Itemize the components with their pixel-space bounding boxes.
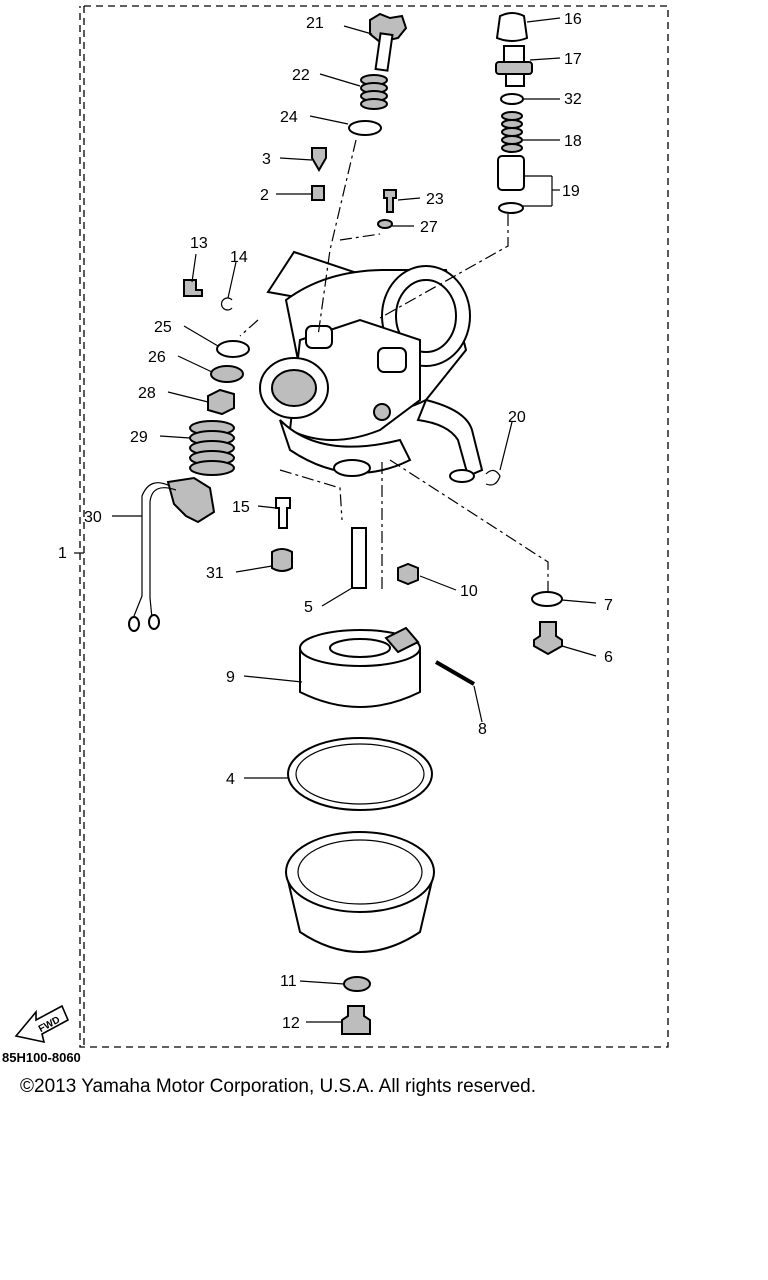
part-20-clip (485, 469, 501, 486)
part-17-fitting (495, 45, 533, 87)
callout-20: 20 (508, 409, 526, 426)
copyright-notice: ©2013 Yamaha Motor Corporation, U.S.A. A… (20, 1076, 536, 1097)
part-7-washer (531, 591, 563, 607)
callout-14: 14 (230, 249, 248, 266)
callout-21: 21 (306, 15, 324, 32)
callout-3: 3 (262, 151, 271, 168)
callout-10: 10 (460, 583, 478, 600)
part-31-cap (271, 548, 293, 572)
callout-labels: 1 2 3 4 5 6 7 8 9 10 11 12 13 14 15 16 1… (58, 11, 613, 1032)
float-bowl (284, 831, 436, 953)
callout-15: 15 (232, 499, 250, 516)
part-19-plunger (497, 155, 525, 214)
part-21-screw (369, 12, 408, 72)
part-18-spring (501, 111, 523, 153)
part-5-needle-jet (351, 527, 367, 589)
callout-4: 4 (226, 771, 235, 788)
callout-29: 29 (130, 429, 148, 446)
part-22-spring (360, 74, 388, 110)
callout-5: 5 (304, 599, 313, 616)
part-13-bolt (183, 279, 203, 297)
callout-12: 12 (282, 1015, 300, 1032)
part-23-screw (383, 189, 397, 213)
callout-19: 19 (562, 183, 580, 200)
part-29-spring (189, 420, 235, 476)
callout-26: 26 (148, 349, 166, 366)
callout-31: 31 (206, 565, 224, 582)
callout-7: 7 (604, 597, 613, 614)
part-27-washer (377, 219, 393, 229)
callout-6: 6 (604, 649, 613, 666)
callout-18: 18 (564, 133, 582, 150)
fwd-arrow-icon: FWD (14, 1004, 70, 1044)
callout-2: 2 (260, 187, 269, 204)
part-28-nut (207, 388, 235, 416)
parts (128, 12, 563, 1035)
diagram-code: 85H100-8060 (2, 1050, 81, 1065)
part-4-gasket (287, 737, 433, 811)
callout-24: 24 (280, 109, 298, 126)
callout-25: 25 (154, 319, 172, 336)
callout-9: 9 (226, 669, 235, 686)
callout-11: 11 (280, 973, 297, 990)
callout-22: 22 (292, 67, 310, 84)
assembly-boundary (79, 5, 669, 1048)
part-25-washer (216, 340, 250, 358)
callout-17: 17 (564, 51, 582, 68)
callout-30: 30 (84, 509, 102, 526)
part-15-screw (275, 497, 291, 529)
part-8-pin (434, 660, 476, 686)
part-2-jet (311, 185, 325, 201)
callout-8: 8 (478, 721, 487, 738)
callout-23: 23 (426, 191, 444, 208)
callout-16: 16 (564, 11, 582, 28)
callout-27: 27 (420, 219, 438, 236)
callout-1: 1 (58, 545, 67, 562)
carburetor-body (259, 250, 484, 483)
callout-13: 13 (190, 235, 208, 252)
part-26-washer (210, 365, 244, 383)
callout-28: 28 (138, 385, 156, 402)
leader-lines (74, 17, 597, 1023)
part-30-starter (128, 476, 216, 632)
part-12-screw (341, 1005, 371, 1035)
part-14-clip (221, 297, 233, 311)
part-10-jet (397, 562, 419, 586)
part-3-screw (311, 147, 327, 172)
part-16-cap (495, 12, 529, 42)
part-6-valve (533, 621, 563, 656)
part-11-washer (343, 976, 371, 992)
part-9-float (299, 626, 421, 708)
callout-32: 32 (564, 91, 582, 108)
part-32-oring (500, 93, 524, 105)
part-24-washer (348, 120, 382, 136)
